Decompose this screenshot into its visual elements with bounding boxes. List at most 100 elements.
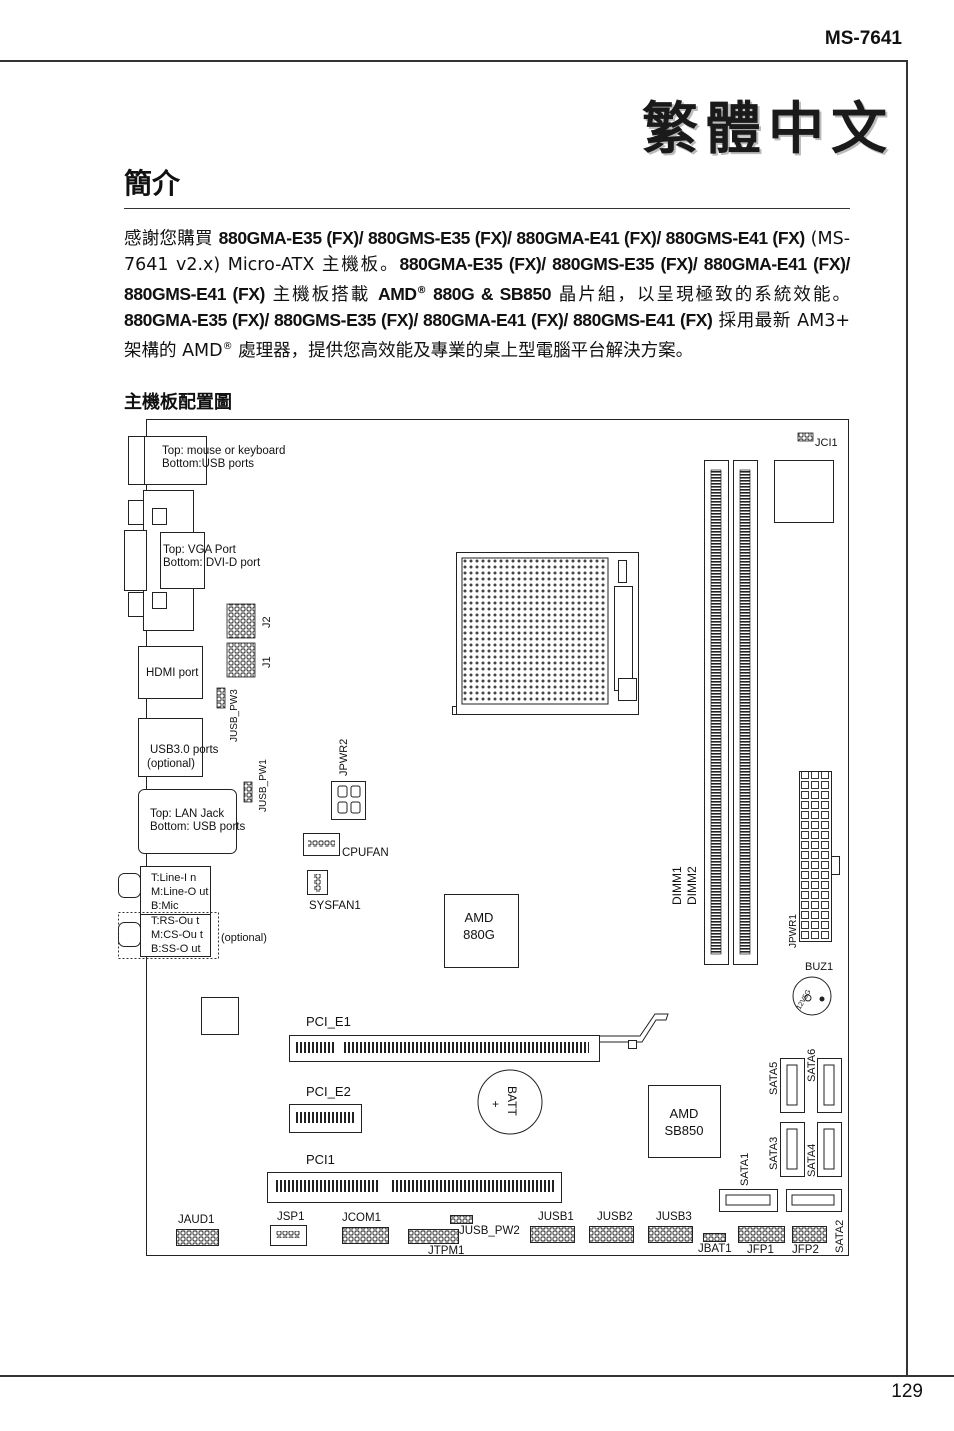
cpufan-label: CPUFAN <box>342 847 389 859</box>
pci1-label: PCI1 <box>306 1152 335 1167</box>
intro-chipset: 880G & SB850 <box>426 283 552 304</box>
jsp1-label: JSP1 <box>277 1211 305 1223</box>
intro-models-1: 880GMA-E35 (FX)/ 880GMS-E35 (FX)/ 880GMA… <box>218 228 806 248</box>
pci1-slot: PCI1 <box>267 1152 562 1203</box>
io-lan-usb-jack: Top: LAN Jack Bottom: USB ports <box>138 789 245 854</box>
j1-label: J1 <box>261 656 273 668</box>
buzzer: BUZ1 12V5G <box>792 961 833 1016</box>
io-audio-line-6: B:SS-O ut <box>151 943 201 955</box>
io-lan-bottom-label: Bottom: USB ports <box>150 821 245 833</box>
jpwr2-label: JPWR2 <box>338 739 350 776</box>
sata5-label: SATA5 <box>768 1062 780 1095</box>
pci-e1-slot: PCI_E1 <box>289 1013 669 1062</box>
language-title: 繁體中文 <box>642 97 894 162</box>
model-number: MS-7641 <box>824 28 902 49</box>
batt-label: BATT <box>505 1086 519 1116</box>
jbat1-label: JBAT1 <box>698 1243 732 1255</box>
io-lan-top-label: Top: LAN Jack <box>150 808 224 820</box>
jfp2-label: JFP2 <box>792 1244 819 1256</box>
jci1-header: JCI1 <box>797 432 838 449</box>
intro-rule <box>124 208 850 209</box>
intro-text-6: 處理器，提供您高效能及專業的桌上型電腦平台解決方案。 <box>232 340 694 361</box>
io-ps2-bottom-label: Bottom:USB ports <box>162 458 254 470</box>
jpwr1-label: JPWR1 <box>788 914 799 948</box>
pci-e2-slot: PCI_E2 <box>289 1084 362 1133</box>
intro-paragraph: 感謝您購買 880GMA-E35 (FX)/ 880GMS-E35 (FX)/ … <box>124 226 850 364</box>
intro-models-3: 880GMA-E35 (FX)/ 880GMS-E35 (FX)/ 880GMA… <box>124 309 713 330</box>
jpwr1-connector: JPWR1 <box>788 771 840 948</box>
jusb3-label: JUSB3 <box>656 1211 692 1223</box>
io-audio-line-1: T:Line-I n <box>151 872 196 884</box>
jusb-pw3-label: JUSB_PW3 <box>229 689 240 742</box>
jusb-pw3-jumper: JUSB_PW3 <box>216 687 240 742</box>
io-hdmi-port: HDMI port <box>138 646 203 699</box>
io-ps2-top-label: Top: mouse or keyboard <box>162 445 285 457</box>
registered-mark-2: ® <box>222 340 233 352</box>
dimm-slots: DIMM1 DIMM2 <box>670 460 758 965</box>
io-hdmi-label: HDMI port <box>146 667 199 679</box>
cmos-battery: BATT + <box>477 1069 543 1135</box>
top-rule <box>0 60 907 62</box>
intro-models-2: 880GMA-E35 (FX)/ 880GMS-E35 (FX)/ 880GMA… <box>124 254 850 304</box>
intro-text-2: (MS-7641 v2.x) Micro-ATX 主機板。 <box>124 229 851 275</box>
sata-ports: SATA1 SATA2 SATA3 SATA4 SATA5 SATA6 <box>719 1049 846 1253</box>
north-bridge-label-1: AMD <box>465 910 494 925</box>
registered-mark: ® <box>416 285 427 296</box>
j2-header: J2 <box>226 603 273 639</box>
dimm2-label: DIMM2 <box>685 866 699 905</box>
batt-plus: + <box>492 1097 499 1111</box>
jpwr2-connector: JPWR2 <box>331 739 366 820</box>
io-vga-bottom-label: Bottom: DVI-D port <box>163 557 261 569</box>
jaud1-label: JAUD1 <box>178 1214 214 1226</box>
io-usb3-ports: USB3.0 ports (optional) <box>138 718 219 777</box>
small-chip <box>201 997 239 1035</box>
io-usb3-optional: (optional) <box>147 758 195 770</box>
sata2-label: SATA2 <box>834 1220 846 1253</box>
sata6-label: SATA6 <box>806 1049 818 1082</box>
sysfan1-label: SYSFAN1 <box>309 900 361 912</box>
intro-text-5: 採用最新 AM3+ 架構的 AMD <box>124 310 851 361</box>
bottom-headers: JAUD1 JSP1 JCOM1 JTPM1 JUSB_PW2 JUSB1 JU… <box>176 1211 827 1257</box>
dimm1-label: DIMM1 <box>670 866 684 905</box>
pci-e2-label: PCI_E2 <box>306 1084 351 1099</box>
jusb-pw1-jumper: JUSB_PW1 <box>243 759 269 812</box>
intro-heading: 簡介 <box>124 167 181 200</box>
j1-header: J1 <box>226 642 273 678</box>
intro-amd: AMD <box>377 283 417 304</box>
jusb1-label: JUSB1 <box>538 1211 574 1223</box>
jcom1-label: JCOM1 <box>342 1212 381 1224</box>
io-usb3-label: USB3.0 ports <box>150 744 219 756</box>
bottom-rule <box>0 1375 954 1377</box>
io-ps2-connector: Top: mouse or keyboard Bottom:USB ports <box>128 436 285 485</box>
right-rule <box>906 60 908 1376</box>
south-bridge-label-2: SB850 <box>664 1123 703 1138</box>
io-audio-line-4: T:RS-Ou t <box>151 915 199 927</box>
sata1-label: SATA1 <box>739 1153 751 1186</box>
jfp1-label: JFP1 <box>747 1244 774 1256</box>
cpufan-header: CPUFAN <box>303 833 389 859</box>
io-audio-line-5: M:CS-Ou t <box>151 929 203 941</box>
sysfan1-header: SYSFAN1 <box>307 870 361 912</box>
intro-text-1: 感謝您購買 <box>124 229 219 249</box>
jusb-pw1-label: JUSB_PW1 <box>258 759 269 812</box>
cpu-socket <box>452 552 639 715</box>
south-bridge-label-1: AMD <box>670 1106 699 1121</box>
jci1-label: JCI1 <box>815 437 838 449</box>
jusb2-label: JUSB2 <box>597 1211 633 1223</box>
page-number: 129 <box>891 1381 923 1402</box>
north-bridge-chip: AMD 880G <box>444 894 519 968</box>
io-audio-optional: (optional) <box>221 932 267 944</box>
io-audio-line-2: M:Line-O ut <box>151 886 208 898</box>
sata4-label: SATA4 <box>806 1144 818 1177</box>
sata3-label: SATA3 <box>768 1137 780 1170</box>
super-io-chip <box>774 460 834 523</box>
south-bridge-chip: AMD SB850 <box>648 1085 721 1158</box>
buz1-label: BUZ1 <box>805 961 833 973</box>
io-audio-jacks: T:Line-I n M:Line-O ut B:Mic T:RS-Ou t M… <box>118 866 267 959</box>
north-bridge-label-2: 880G <box>463 927 495 942</box>
intro-text-4: 晶片組，以呈現極致的系統效能。 <box>551 284 851 305</box>
jusb-pw2-label: JUSB_PW2 <box>459 1225 520 1237</box>
io-vga-dvi-connector: Top: VGA Port Bottom: DVI-D port <box>124 490 261 631</box>
layout-heading: 主機板配置圖 <box>124 392 232 413</box>
